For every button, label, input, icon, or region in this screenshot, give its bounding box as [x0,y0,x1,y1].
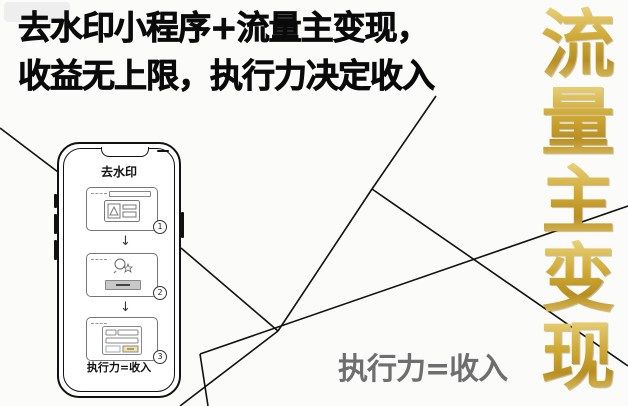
phone-screen: 去水印 1 ↓ 2 ↓ [63,147,175,392]
step-card-3: 3 [86,317,167,364]
gold-char-1: 流 [541,2,615,88]
speaker-icon [157,150,169,152]
vertical-gold-title: 流 量 主 变 现 [530,6,626,396]
down-arrow-icon: ↓ [120,300,131,315]
phone-side-button [54,240,57,260]
card-title-bar [109,191,151,197]
card-dash-line [91,323,107,324]
phone-illustration: 去水印 1 ↓ 2 ↓ [54,142,184,398]
gold-char-4: 变 [541,236,615,322]
watermark-badge [4,2,70,22]
form-card-icon [102,326,142,355]
phone-power-button [181,212,184,238]
phone-side-button [54,194,57,208]
phone-caption: 执行力=收入 [86,361,152,374]
headline-line-2: 收益无上限，执行力决定收入 [18,56,436,96]
gold-char-5: 现 [541,314,615,400]
phone-notch [101,147,169,157]
action-button-bar [105,280,141,290]
headline-line-1: 去水印小程序+流量主变现， [18,8,430,48]
phone-screen-title: 去水印 [100,165,137,179]
tagline: 执行力=收入 [338,352,508,387]
gold-char-2: 量 [541,80,615,166]
card-dash-line [91,259,107,260]
step-card-1: 1 [86,187,167,234]
step-number-badge: 3 [153,350,167,364]
phone-side-button [54,214,57,234]
step-card-2: 2 [86,253,167,300]
image-card-icon [104,200,140,222]
down-arrow-icon: ↓ [120,234,131,249]
card-dash-line [91,193,107,194]
search-magic-icon [113,258,133,274]
step-number-badge: 2 [153,286,167,300]
step-number-badge: 1 [153,220,167,234]
gold-char-3: 主 [541,158,615,244]
